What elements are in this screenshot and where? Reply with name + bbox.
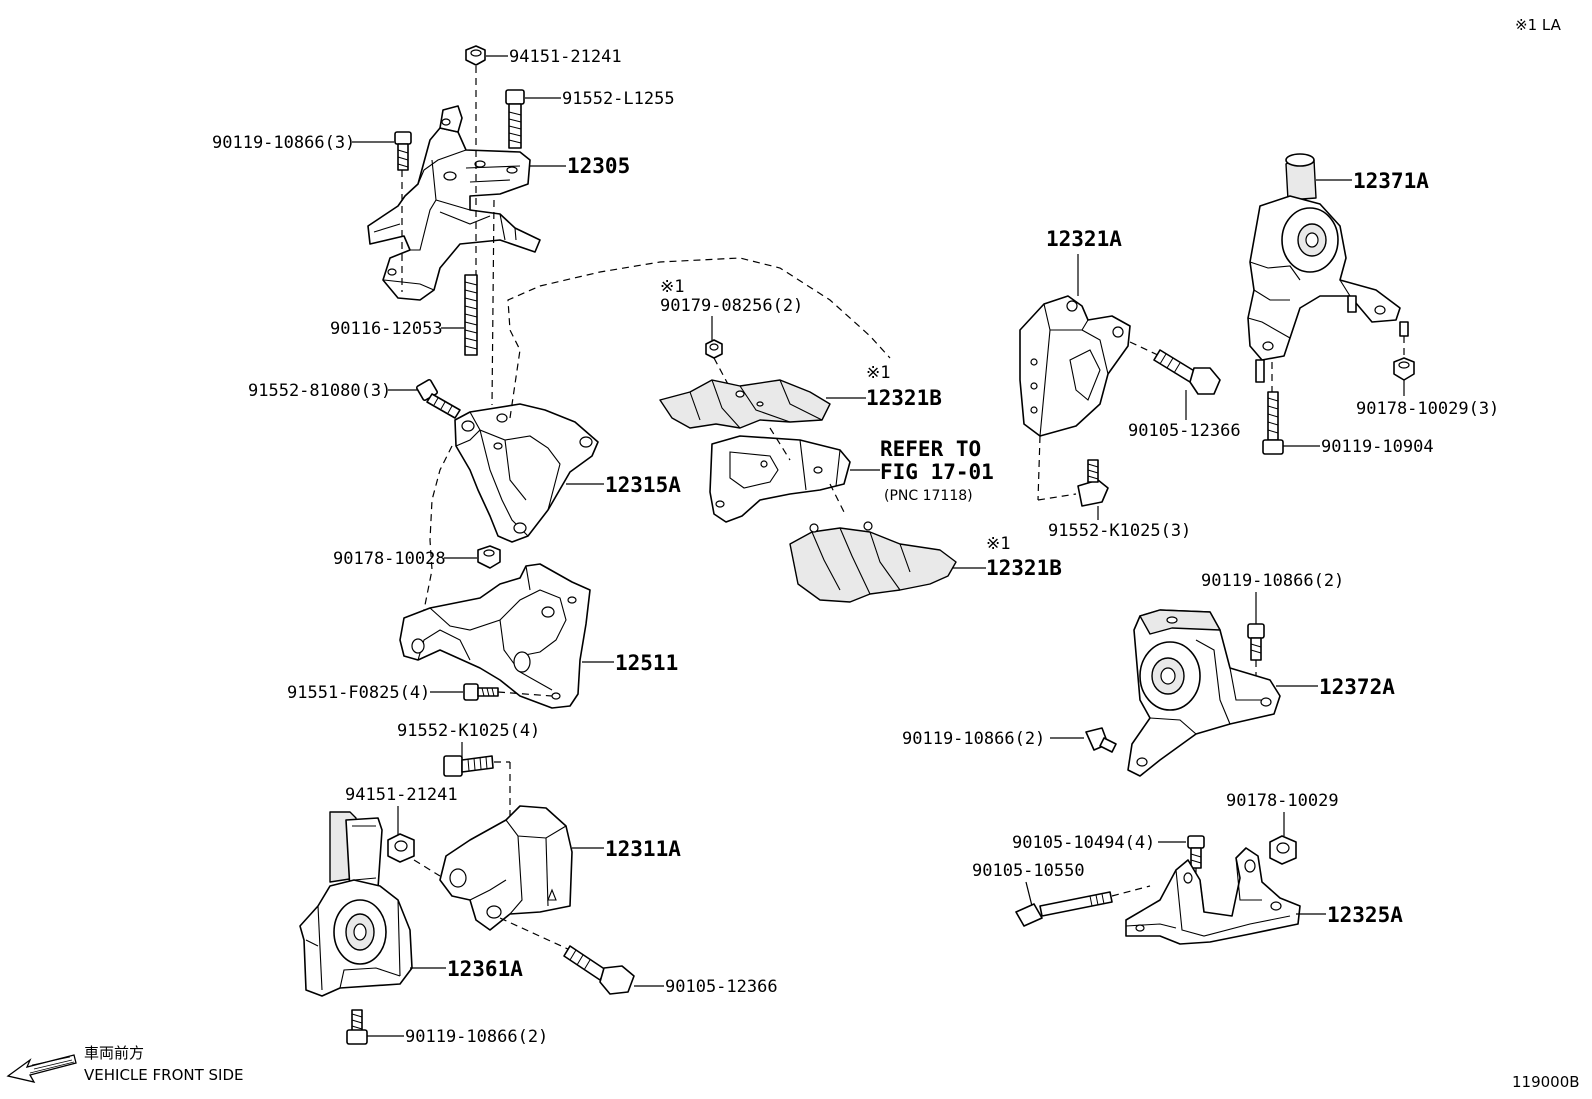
label-12371a: 12371A (1353, 169, 1429, 193)
label-90178-10029-3: 90178-10029(3) (1356, 399, 1499, 419)
bolt-90119-10904-icon (1262, 391, 1284, 455)
label-91551-f0825-4: 91551-F0825(4) (287, 683, 430, 703)
nut-90178-10029-3-icon (1393, 357, 1415, 381)
label-12305: 12305 (567, 154, 630, 178)
label-12321b-no2: 12321B (866, 386, 942, 410)
label-90119-10866-2-r1: 90119-10866(2) (1201, 571, 1344, 591)
label-90179-08256-2: 90179-08256(2) (660, 296, 803, 316)
label-90119-10904: 90119-10904 (1321, 437, 1434, 457)
label-90105-10494-4: 90105-10494(4) (1012, 833, 1155, 853)
bolt-91552-k1025-3-icon (1077, 459, 1109, 507)
label-94151-21241-low: 94151-21241 (345, 785, 458, 805)
corner-note: ※1 LA (1515, 16, 1562, 34)
note-mark-12321b-no2: ※1 (866, 363, 890, 383)
label-12361a: 12361A (447, 957, 523, 981)
label-90178-10028: 90178-10028 (333, 549, 446, 569)
vehicle-front-arrow-icon (6, 1054, 77, 1083)
label-90119-10866-3: 90119-10866(3) (212, 133, 355, 153)
label-90105-12366-low: 90105-12366 (665, 977, 778, 997)
bolt-90119-10866-2-r1-icon (1247, 623, 1265, 661)
part-12325a-bracket (1125, 847, 1301, 945)
part-12305-mount (367, 105, 541, 301)
label-90119-10866-2-r2: 90119-10866(2) (902, 729, 1045, 749)
label-90105-10550: 90105-10550 (972, 861, 1085, 881)
label-90119-10866-2-low: 90119-10866(2) (405, 1027, 548, 1047)
bolt-90105-10494-4-icon (1187, 835, 1205, 869)
stud-90116-12053-icon (464, 274, 478, 356)
label-12372a: 12372A (1319, 675, 1395, 699)
label-12321b-no1: 12321B (986, 556, 1062, 580)
bolt-90105-12366-mid-icon (1153, 349, 1221, 395)
label-91552-l1255: 91552-L1255 (562, 89, 675, 109)
label-12321a: 12321A (1046, 227, 1122, 251)
part-12311a-bracket (439, 805, 573, 931)
label-90116-12053: 90116-12053 (330, 319, 443, 339)
nut-90178-10028-icon (477, 545, 501, 569)
label-94151-21241-top: 94151-21241 (509, 47, 622, 67)
part-12321b-no1-insulator (789, 521, 957, 603)
front-side-jp: 車両前方 (84, 1044, 144, 1062)
stud-12371a-icon (1255, 295, 1409, 383)
bolt-91552-81080-3-icon (416, 379, 461, 419)
label-91552-k1025-4: 91552-K1025(4) (397, 721, 540, 741)
part-12511-bracket (399, 563, 591, 709)
part-12321a-bracket (1019, 295, 1131, 437)
label-90178-10029: 90178-10029 (1226, 791, 1339, 811)
bolt-90105-10550-icon (1015, 891, 1113, 927)
note-mark-12321b-no1: ※1 (986, 534, 1010, 554)
part-12321b-no2-insulator (659, 379, 831, 429)
part-12371a-mount (1247, 153, 1401, 361)
bolt-90119-10866-3-icon (394, 131, 412, 171)
bracket-refer-fig-17-01 (709, 435, 851, 523)
refer-line2: FIG 17-01 (880, 460, 994, 484)
bolt-91552-k1025-4-icon (443, 755, 494, 777)
part-12372a-mount (1127, 609, 1281, 777)
part-12315a-bracket (454, 403, 599, 543)
bolt-90105-12366-low-icon (563, 945, 635, 995)
refer-line3: (PNC 17118) (884, 488, 973, 504)
label-12315a: 12315A (605, 473, 681, 497)
label-12311a: 12311A (605, 837, 681, 861)
label-12325a: 12325A (1327, 903, 1403, 927)
note-mark-90179: ※1 (660, 277, 684, 297)
label-91552-k1025-3: 91552-K1025(3) (1048, 521, 1191, 541)
nut-94151-top-icon (465, 45, 486, 66)
bolt-90119-10866-2-low-icon (346, 1009, 368, 1045)
nut-90178-10029-icon (1269, 835, 1297, 865)
label-90105-12366-mid: 90105-12366 (1128, 421, 1241, 441)
label-91552-81080-3: 91552-81080(3) (248, 381, 391, 401)
figure-code: 119000B (1512, 1073, 1580, 1091)
front-side-en: VEHICLE FRONT SIDE (84, 1066, 244, 1084)
nut-90179-08256-icon (705, 339, 723, 359)
label-12511: 12511 (615, 651, 678, 675)
bolt-90119-10866-2-r2-icon (1085, 727, 1117, 753)
refer-line1: REFER TO (880, 437, 981, 461)
bolt-91551-f0825-4-icon (463, 683, 499, 701)
nut-94151-low-icon (387, 833, 415, 863)
bolt-91552-l1255-icon (505, 89, 525, 149)
part-12361a-mount (299, 811, 413, 997)
